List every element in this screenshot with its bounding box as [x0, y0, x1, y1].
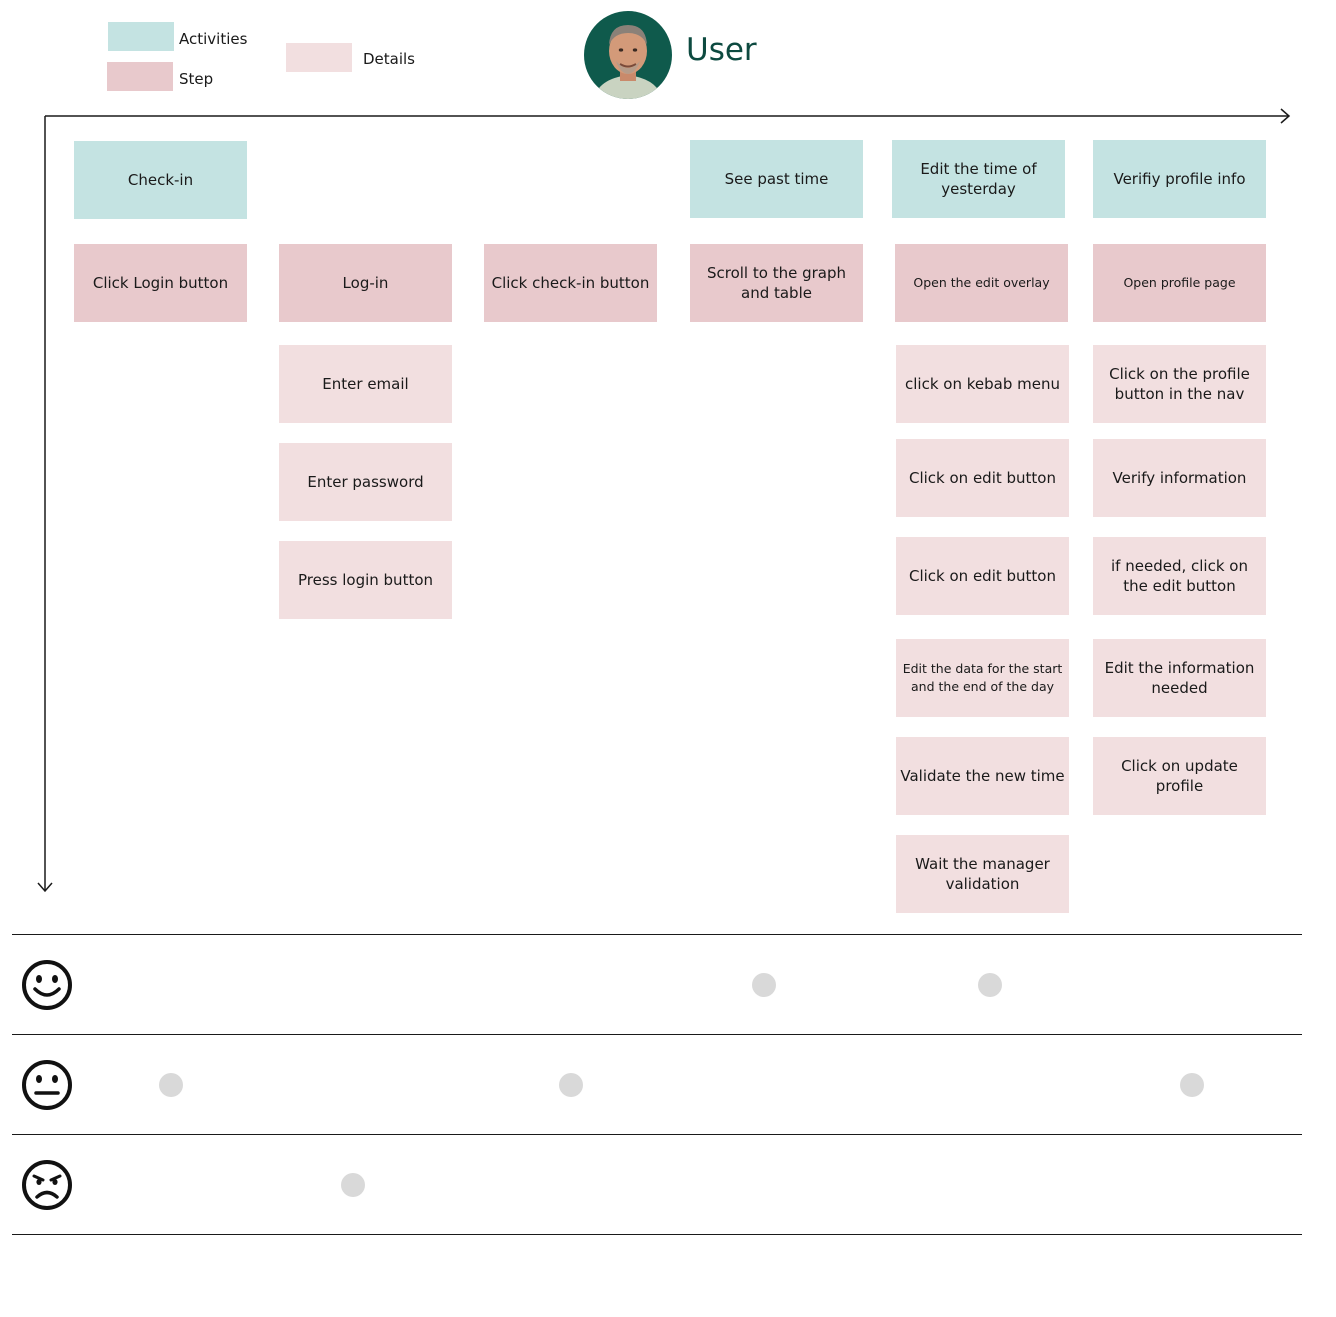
sad-face-icon [22, 1160, 72, 1210]
journey-axes [37, 108, 1291, 893]
legend-activities-swatch [108, 22, 174, 51]
activity-verify-profile: Verifiy profile info [1093, 140, 1266, 218]
detail-verify-information: Verify information [1093, 439, 1266, 517]
emotion-dot-neutral [159, 1073, 183, 1097]
emotion-dot-neutral [559, 1073, 583, 1097]
happy-face-icon [22, 960, 72, 1010]
detail-enter-password: Enter password [279, 443, 452, 521]
detail-click-edit-1: Click on edit button [896, 439, 1069, 517]
user-avatar [584, 11, 672, 99]
detail-press-login: Press login button [279, 541, 452, 619]
activity-check-in: Check-in [74, 141, 247, 219]
detail-kebab-menu: click on kebab menu [896, 345, 1069, 423]
step-open-profile: Open profile page [1093, 244, 1266, 322]
activity-see-past-time: See past time [690, 140, 863, 218]
emotion-dot-happy [978, 973, 1002, 997]
neutral-face-icon [22, 1060, 72, 1110]
legend-activities-label: Activities [179, 30, 248, 48]
detail-edit-data: Edit the data for the start and the end … [896, 639, 1069, 717]
activity-edit-time-yesterday: Edit the time of yesterday [892, 140, 1065, 218]
emotion-dot-neutral [1180, 1073, 1204, 1097]
emotion-divider [12, 1134, 1302, 1135]
legend-step-swatch [107, 62, 173, 91]
legend-details-swatch [286, 43, 352, 72]
step-click-login: Click Login button [74, 244, 247, 322]
legend-step-label: Step [179, 70, 214, 88]
emotion-divider [12, 1234, 1302, 1235]
emotion-dot-happy [752, 973, 776, 997]
persona-title: User [686, 32, 757, 68]
detail-click-edit-profile: if needed, click on the edit button [1093, 537, 1266, 615]
step-scroll-graph: Scroll to the graph and table [690, 244, 863, 322]
user-portrait-icon [584, 11, 672, 99]
detail-edit-information: Edit the information needed [1093, 639, 1266, 717]
emotion-divider [12, 1034, 1302, 1035]
detail-update-profile: Click on update profile [1093, 737, 1266, 815]
step-log-in: Log-in [279, 244, 452, 322]
detail-click-edit-2: Click on edit button [896, 537, 1069, 615]
emotion-divider [12, 934, 1302, 935]
detail-enter-email: Enter email [279, 345, 452, 423]
detail-profile-nav: Click on the profile button in the nav [1093, 345, 1266, 423]
emotion-dot-sad [341, 1173, 365, 1197]
step-click-check-in: Click check-in button [484, 244, 657, 322]
detail-validate-time: Validate the new time [896, 737, 1069, 815]
step-open-edit-overlay: Open the edit overlay [895, 244, 1068, 322]
detail-wait-manager: Wait the manager validation [896, 835, 1069, 913]
legend-details-label: Details [363, 50, 416, 68]
